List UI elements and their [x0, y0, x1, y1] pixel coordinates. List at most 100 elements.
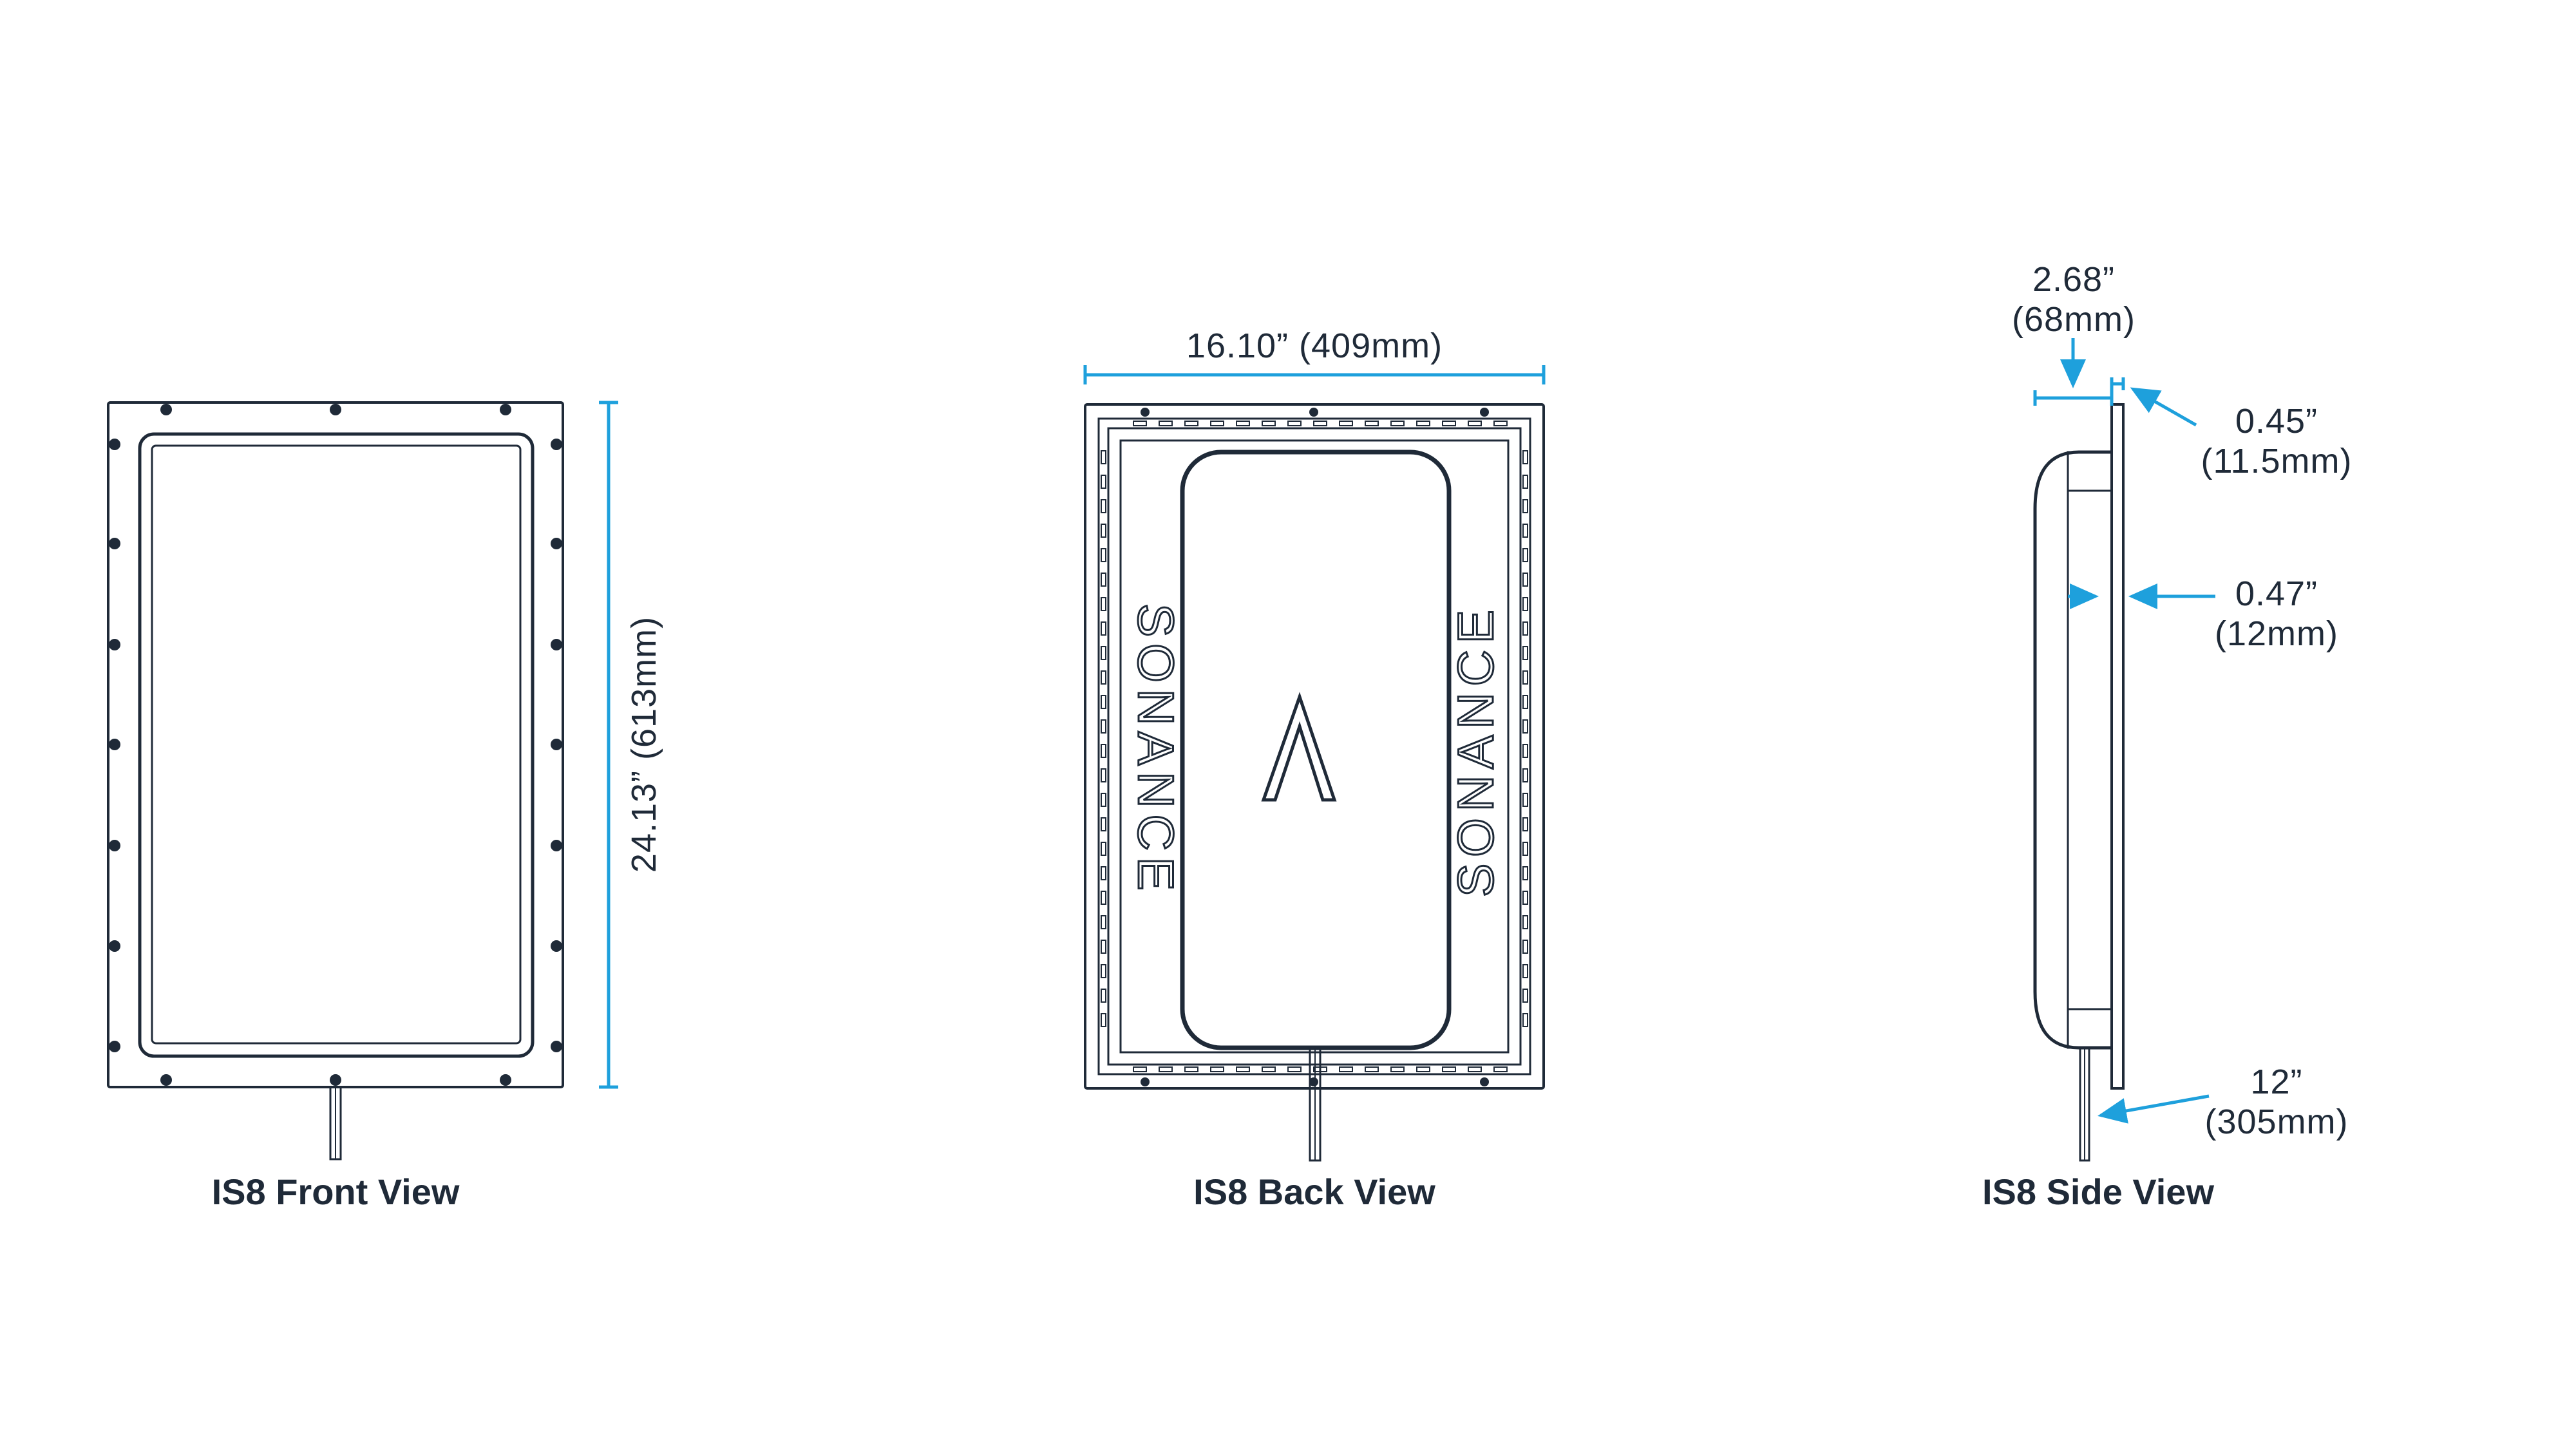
frame-slot: [1133, 421, 1147, 426]
front-grille-inner: [151, 444, 522, 1045]
frame-slot: [1493, 1066, 1508, 1072]
frame-slot: [1522, 744, 1528, 758]
side-view-caption: IS8 Side View: [1982, 1171, 2214, 1212]
back-width-dimension: [1083, 365, 1546, 384]
frame-slot: [1101, 597, 1106, 611]
frame-slot: [1133, 1066, 1147, 1072]
front-height-dimension: [599, 401, 618, 1089]
frame-slot: [1522, 915, 1528, 929]
frame-slot: [1101, 719, 1106, 734]
front-screw-holes: [109, 404, 562, 1086]
frame-slot: [1522, 940, 1528, 954]
back-brand-right: SONANCE: [1447, 603, 1504, 897]
frame-slot: [1522, 548, 1528, 562]
frame-slot: [1522, 793, 1528, 807]
frame-slot: [1493, 421, 1508, 426]
side-flange: [2110, 403, 2125, 1090]
side-flange-label-line1: 0.45”: [2235, 402, 2318, 440]
frame-slot: [1101, 866, 1106, 880]
side-cable-label-line2: (305mm): [2204, 1103, 2348, 1141]
frame-slot: [1210, 1066, 1224, 1072]
frame-slot: [1522, 989, 1528, 1003]
frame-slot: [1522, 573, 1528, 587]
frame-slot: [1101, 695, 1106, 709]
front-outer-frame: [107, 401, 564, 1088]
front-grille-outer: [138, 432, 535, 1058]
frame-slot: [1159, 1066, 1173, 1072]
frame-slot: [1390, 421, 1405, 426]
frame-slot: [1468, 421, 1482, 426]
frame-slot: [1101, 450, 1106, 464]
frame-slot: [1262, 1066, 1276, 1072]
back-screw-holes: [1141, 408, 1489, 1086]
frame-slot: [1522, 842, 1528, 856]
frame-slot: [1101, 646, 1106, 660]
frame-slot: [1522, 499, 1528, 513]
frame-slot: [1522, 621, 1528, 636]
frame-slot: [1101, 768, 1106, 782]
frame-slot: [1365, 1066, 1379, 1072]
frame-slot: [1522, 866, 1528, 880]
frame-slot: [1101, 573, 1106, 587]
frame-slot: [1101, 989, 1106, 1003]
frame-slot: [1210, 421, 1224, 426]
side-back-plate: [2067, 451, 2113, 492]
frame-slot: [1522, 475, 1528, 489]
side-depth-label-line2: (68mm): [2012, 300, 2136, 339]
front-cable: [329, 1086, 342, 1160]
frame-slot: [1416, 1066, 1430, 1072]
front-view-caption: IS8 Front View: [212, 1171, 460, 1212]
back-brand-left: SONANCE: [1128, 603, 1184, 897]
side-depth-label-line1: 2.68”: [2032, 260, 2115, 299]
frame-slot: [1416, 421, 1430, 426]
frame-slot: [1522, 1013, 1528, 1027]
frame-slot: [1236, 1066, 1250, 1072]
frame-slot: [1101, 1013, 1106, 1027]
back-frame-slots: [1101, 421, 1528, 1072]
back-view-caption: IS8 Back View: [1193, 1171, 1435, 1212]
frame-slot: [1522, 817, 1528, 831]
side-enclosure: [2033, 450, 2112, 1050]
frame-slot: [1522, 646, 1528, 660]
back-view: SONANCE SONANCE 16.10” (409mm) IS8 Back …: [1083, 327, 1546, 1212]
frame-slot: [1101, 744, 1106, 758]
side-flange-dimension: [2110, 377, 2197, 427]
side-depth-dimension: [2033, 338, 2114, 406]
side-back-plate-bottom: [2067, 1008, 2113, 1049]
frame-slot: [1287, 1066, 1302, 1072]
frame-slot: [1339, 421, 1353, 426]
back-cable: [1309, 1046, 1321, 1162]
side-cable: [2079, 1046, 2090, 1162]
frame-slot: [1159, 421, 1173, 426]
frame-slot: [1522, 891, 1528, 905]
frame-slot: [1522, 964, 1528, 978]
frame-slot: [1522, 719, 1528, 734]
frame-slot: [1365, 421, 1379, 426]
frame-slot: [1101, 670, 1106, 685]
frame-slot: [1522, 450, 1528, 464]
frame-slot: [1522, 695, 1528, 709]
back-width-label: 16.10” (409mm): [1186, 327, 1443, 365]
side-flange-label-line2: (11.5mm): [2201, 442, 2352, 480]
frame-slot: [1101, 499, 1106, 513]
frame-slot: [1522, 768, 1528, 782]
frame-slot: [1313, 421, 1327, 426]
frame-slot: [1101, 915, 1106, 929]
frame-slot: [1468, 1066, 1482, 1072]
frame-slot: [1101, 891, 1106, 905]
frame-slot: [1390, 1066, 1405, 1072]
frame-slot: [1101, 964, 1106, 978]
frame-slot: [1262, 421, 1276, 426]
frame-slot: [1101, 524, 1106, 538]
side-baffle-label-line1: 0.47”: [2235, 574, 2318, 613]
side-cable-dimension: [2098, 1094, 2210, 1124]
side-cable-label-line1: 12”: [2250, 1063, 2302, 1101]
frame-slot: [1101, 817, 1106, 831]
frame-slot: [1184, 421, 1198, 426]
frame-slot: [1101, 548, 1106, 562]
frame-slot: [1522, 524, 1528, 538]
frame-slot: [1287, 421, 1302, 426]
frame-slot: [1522, 670, 1528, 685]
frame-slot: [1184, 1066, 1198, 1072]
